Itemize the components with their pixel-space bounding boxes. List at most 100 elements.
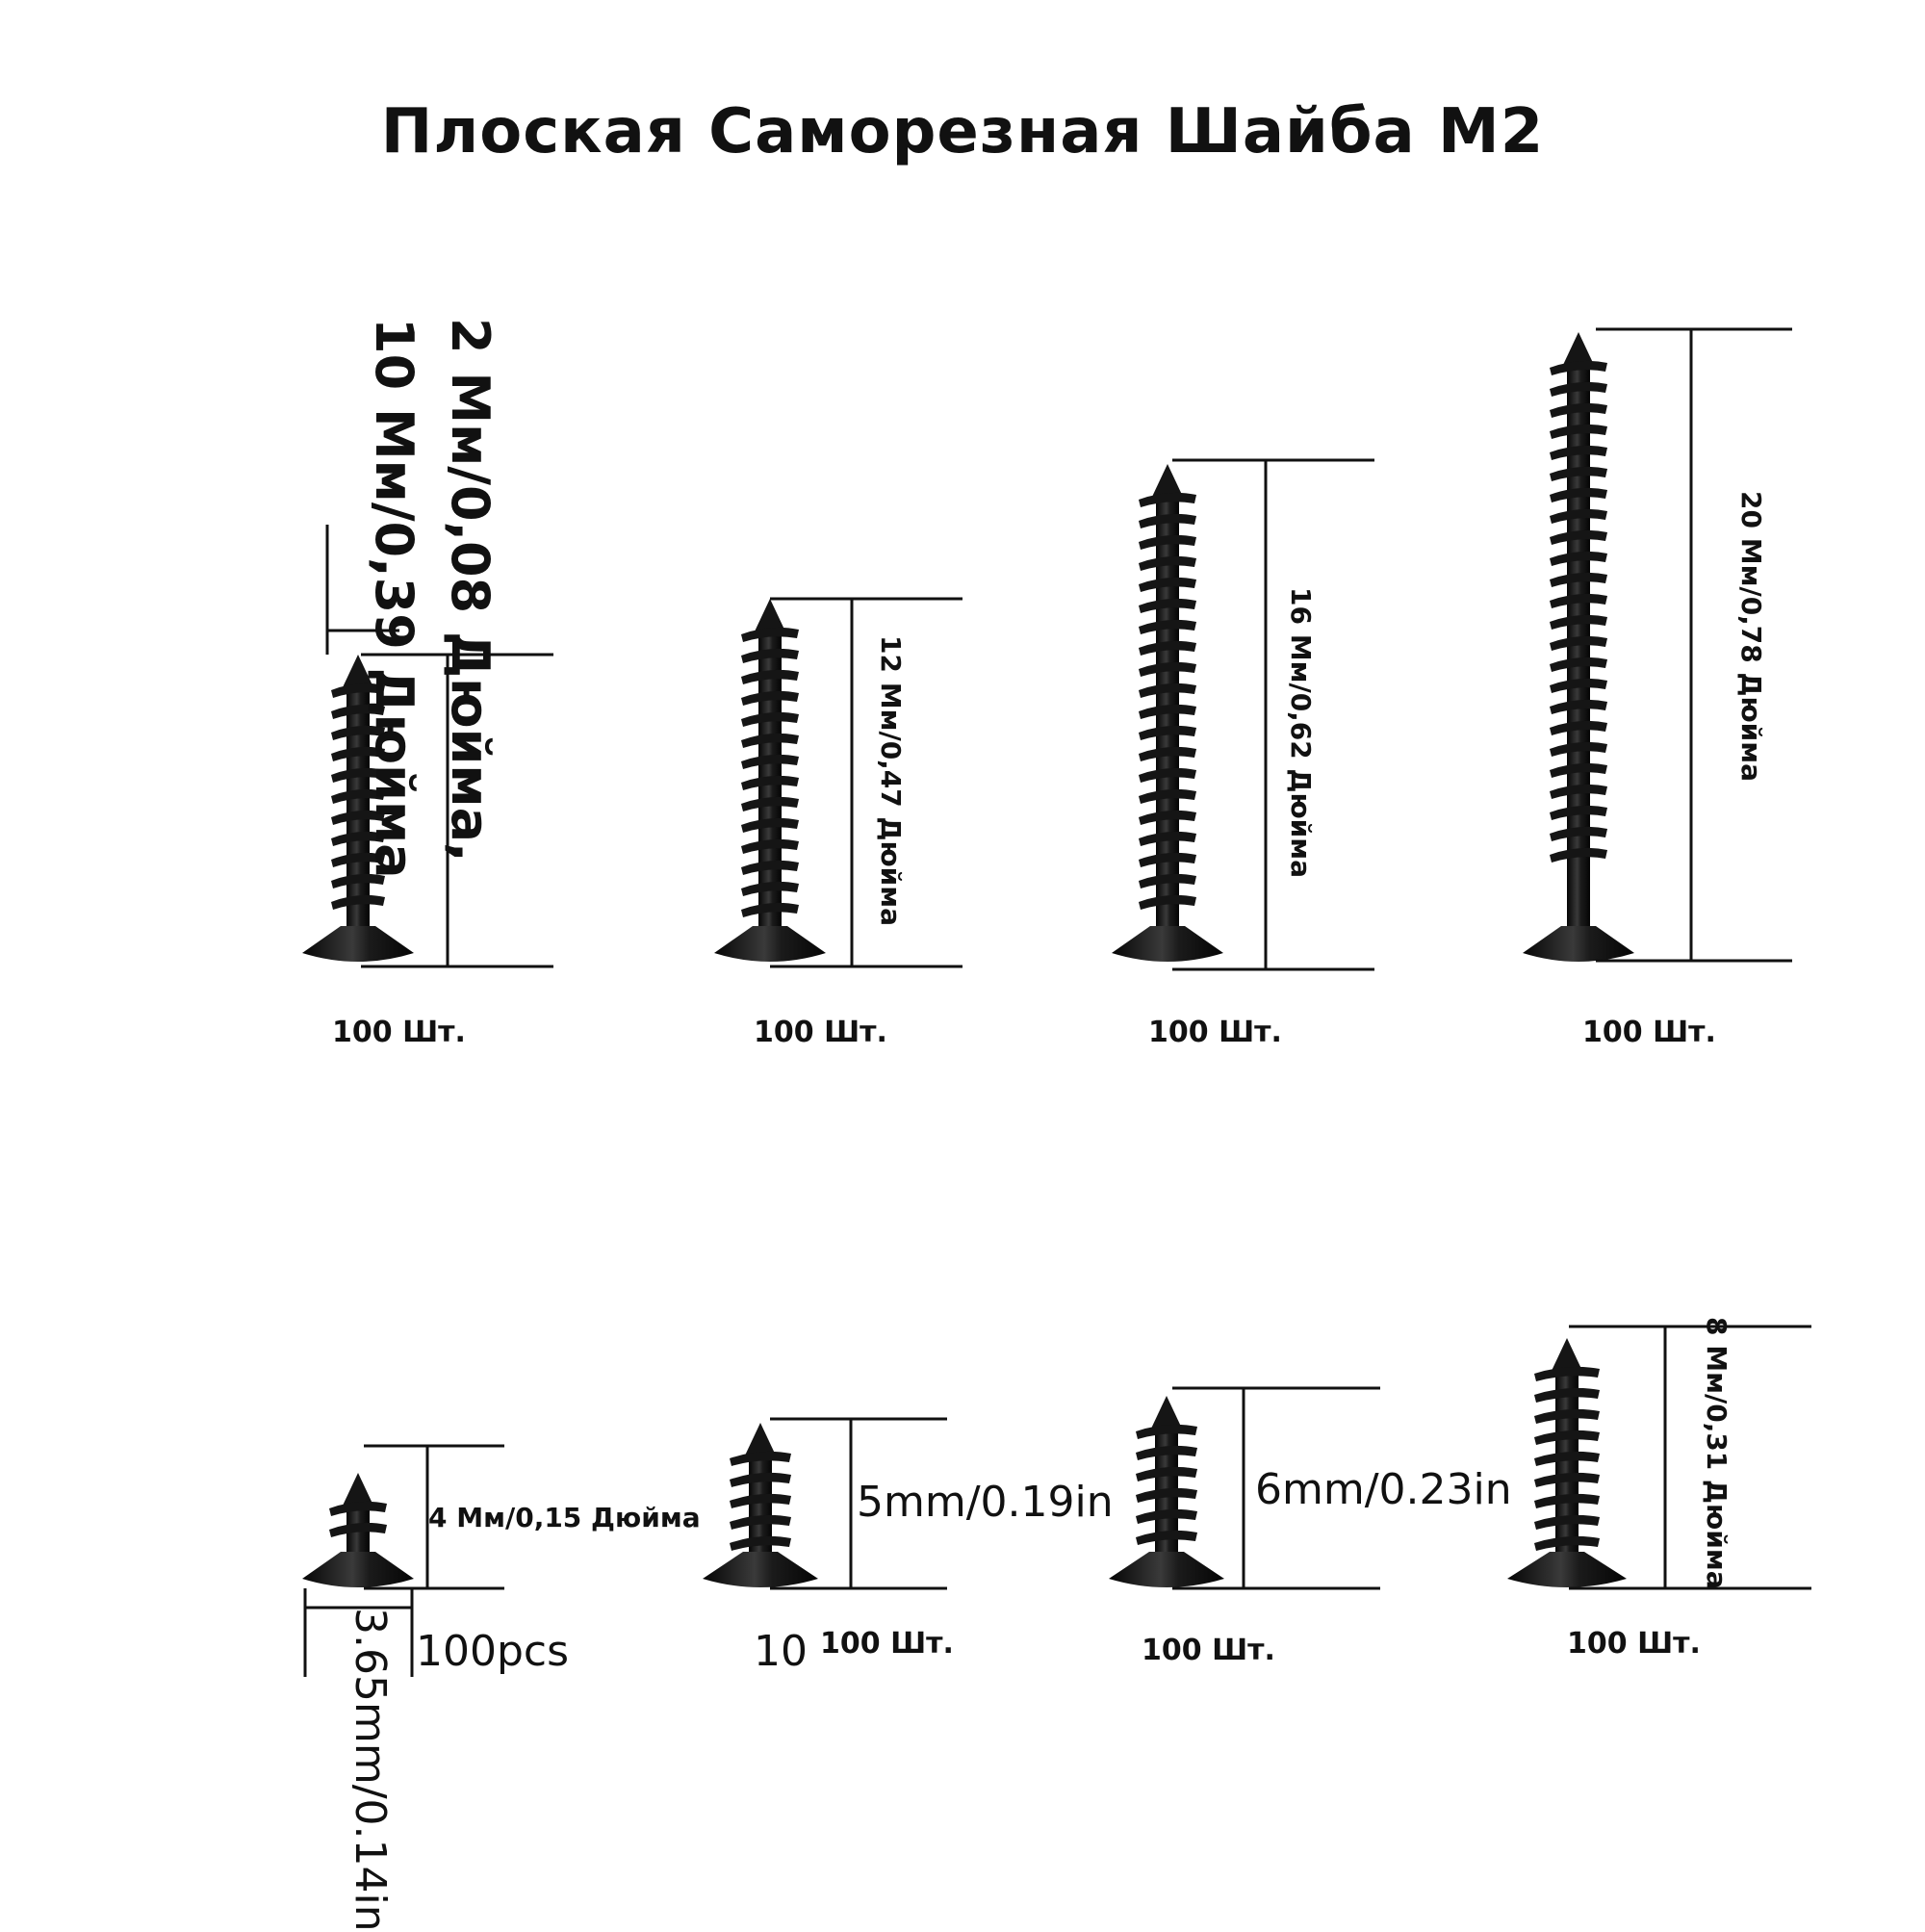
screw-thread-10mm-5 <box>331 788 385 804</box>
screw-thread-16mm-12 <box>1139 746 1196 761</box>
screw-tip-10mm <box>343 655 373 687</box>
screw-12mm <box>714 599 826 962</box>
screw-thread-20mm-17 <box>1550 720 1607 735</box>
screw-thread-16mm-1 <box>1139 513 1196 528</box>
screw-thread-20mm-15 <box>1550 678 1607 693</box>
screw-tip-6mm <box>1151 1396 1182 1429</box>
quantity-label-5mm: 100 Шт. <box>820 1627 954 1661</box>
screw-thread-10mm-3 <box>331 746 385 761</box>
screw-thread-20mm-12 <box>1550 614 1607 630</box>
quantity-label-12mm: 100 Шт. <box>754 1016 887 1049</box>
screw-thread-8mm-8 <box>1534 1535 1600 1551</box>
screw-thread-12mm-4 <box>741 711 799 727</box>
screw-thread-16mm-9 <box>1139 683 1196 698</box>
screw-4mm <box>302 1473 414 1587</box>
screw-thread-6mm-4 <box>1136 1508 1197 1524</box>
screw-thread-8mm-5 <box>1534 1472 1600 1487</box>
screw-tip-16mm <box>1152 464 1183 497</box>
screw-thread-8mm-0 <box>1534 1366 1600 1381</box>
screw-thread-12mm-9 <box>741 817 799 833</box>
quantity-label-4mm: 100pcs <box>416 1627 570 1676</box>
dimension-label-16mm: 16 Мм/0,62 Дюйма <box>1285 587 1317 879</box>
screw-thread-16mm-14 <box>1139 788 1196 804</box>
dimension-label-12mm: 12 Мм/0,47 Дюйма <box>875 635 907 927</box>
screw-thread-10mm-10 <box>331 894 385 910</box>
screw-thread-20mm-19 <box>1550 762 1607 778</box>
screw-thread-12mm-3 <box>741 690 799 706</box>
screw-thread-16mm-13 <box>1139 767 1196 783</box>
head-dimension-label-4mm: 3.65mm/0.14in <box>346 1608 395 1932</box>
page-title: Плоская Саморезная Шайба M2 <box>380 96 1545 167</box>
screw-5mm <box>703 1423 818 1587</box>
screw-thread-8mm-4 <box>1534 1451 1600 1466</box>
screw-thread-5mm-3 <box>730 1514 791 1530</box>
screw-thread-8mm-3 <box>1534 1430 1600 1445</box>
screw-thread-8mm-2 <box>1534 1408 1600 1424</box>
screw-20mm <box>1523 332 1634 962</box>
dimension-label-4mm: 4 Мм/0,15 Дюйма <box>428 1502 701 1533</box>
screw-thread-16mm-0 <box>1139 492 1196 507</box>
screw-thread-20mm-9 <box>1550 551 1607 566</box>
quantity-label-20mm: 100 Шт. <box>1582 1016 1716 1049</box>
screw-thread-16mm-19 <box>1139 894 1196 910</box>
screw-thread-12mm-12 <box>741 881 799 896</box>
screw-thread-12mm-1 <box>741 648 799 663</box>
screw-thread-10mm-1 <box>331 704 385 719</box>
screw-tip-8mm <box>1552 1338 1582 1371</box>
screw-thread-12mm-13 <box>741 902 799 917</box>
screw-head-6mm <box>1109 1552 1224 1587</box>
screw-thread-16mm-10 <box>1139 704 1196 719</box>
screw-thread-12mm-11 <box>741 860 799 875</box>
screw-thread-20mm-22 <box>1550 826 1607 841</box>
screw-thread-20mm-10 <box>1550 572 1607 587</box>
screw-thread-12mm-6 <box>741 754 799 769</box>
screw-thread-16mm-8 <box>1139 661 1196 677</box>
screw-thread-8mm-7 <box>1534 1514 1600 1530</box>
screw-16mm <box>1112 464 1223 962</box>
screw-thread-10mm-0 <box>331 683 385 698</box>
screw-thread-16mm-5 <box>1139 598 1196 613</box>
screw-tip-5mm <box>745 1423 776 1455</box>
screw-thread-20mm-7 <box>1550 508 1607 524</box>
screw-thread-10mm-6 <box>331 810 385 825</box>
screw-thread-16mm-4 <box>1139 577 1196 592</box>
screw-thread-20mm-3 <box>1550 424 1607 439</box>
screw-head-12mm <box>714 926 826 962</box>
screw-thread-20mm-21 <box>1550 805 1607 820</box>
screw-thread-12mm-5 <box>741 733 799 748</box>
screw-thread-20mm-14 <box>1550 657 1607 672</box>
screw-thread-12mm-7 <box>741 775 799 790</box>
quantity-label-8mm: 100 Шт. <box>1567 1627 1701 1661</box>
quantity-label-16mm: 100 Шт. <box>1148 1016 1282 1049</box>
screw-thread-10mm-2 <box>331 725 385 740</box>
screw-thread-4mm-0 <box>329 1501 387 1516</box>
screw-thread-20mm-0 <box>1550 360 1607 375</box>
screw-head-20mm <box>1523 926 1634 962</box>
screw-thread-6mm-5 <box>1136 1530 1197 1545</box>
screw-thread-20mm-8 <box>1550 529 1607 545</box>
screw-thread-5mm-1 <box>730 1472 791 1487</box>
screw-thread-16mm-3 <box>1139 555 1196 571</box>
screw-thread-12mm-8 <box>741 796 799 811</box>
dimension-label-5mm: 5mm/0.19in <box>857 1478 1114 1527</box>
screw-thread-16mm-15 <box>1139 810 1196 825</box>
screw-thread-16mm-7 <box>1139 640 1196 656</box>
screw-head-5mm <box>703 1552 818 1587</box>
screw-thread-12mm-0 <box>741 627 799 642</box>
screw-head-4mm <box>302 1552 414 1587</box>
screw-shank-10mm <box>346 683 370 928</box>
quantity-label-10mm: 100 Шт. <box>332 1016 466 1049</box>
screw-thread-20mm-2 <box>1550 402 1607 418</box>
screw-tip-20mm <box>1563 332 1594 365</box>
screw-thread-10mm-7 <box>331 831 385 846</box>
screw-thread-20mm-6 <box>1550 487 1607 502</box>
screw-6mm <box>1109 1396 1224 1587</box>
screw-tip-12mm <box>755 599 785 631</box>
screw-thread-20mm-4 <box>1550 445 1607 460</box>
screw-thread-20mm-1 <box>1550 381 1607 397</box>
overlay-dimension-label: 2 Мм/0,08 Дюйма, <box>440 318 500 863</box>
screw-thread-16mm-2 <box>1139 534 1196 550</box>
screw-thread-20mm-20 <box>1550 784 1607 799</box>
screw-10mm <box>302 655 414 962</box>
